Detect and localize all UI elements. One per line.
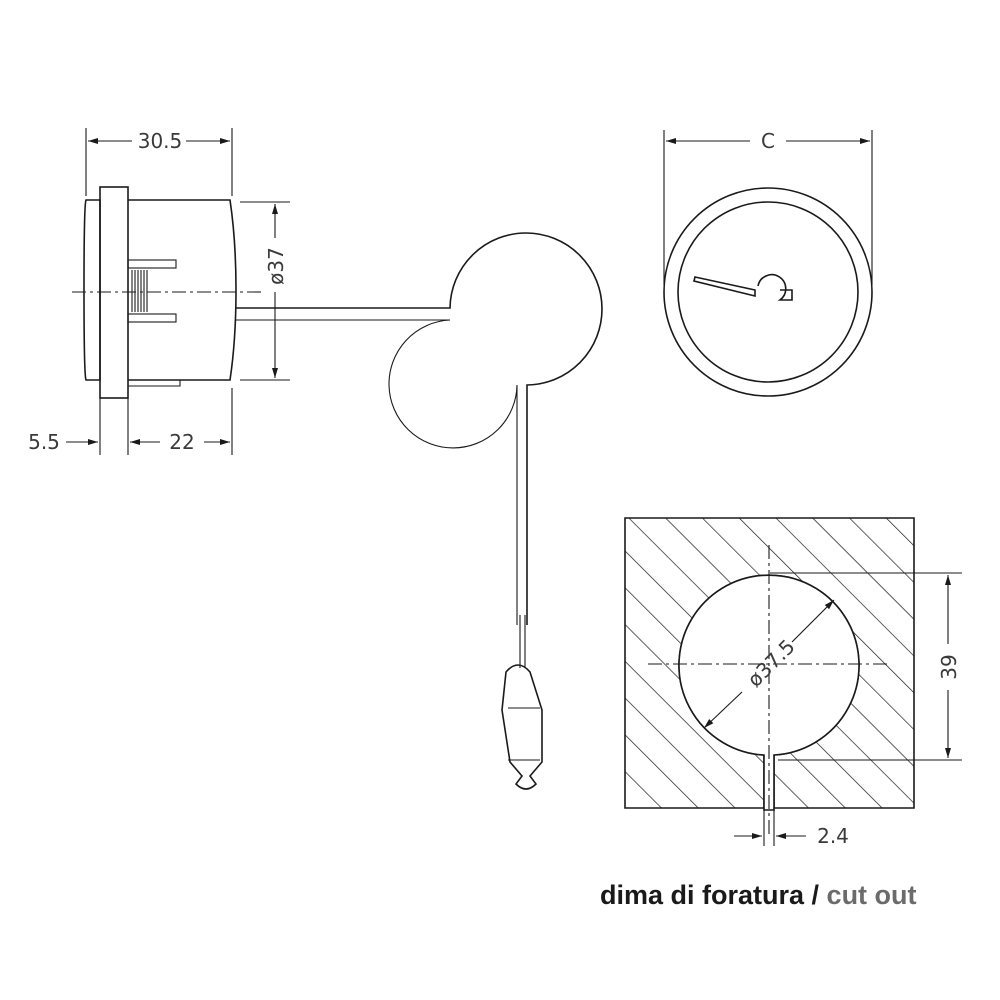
cutout-view: ø37.5 39 2.4 [624, 517, 962, 848]
front-view: C [663, 129, 873, 397]
dim-cutout-height-label: 39 [937, 654, 961, 679]
front-outer-ring [663, 187, 873, 397]
side-view: 30.5 ø37 5.5 22 [28, 128, 603, 790]
side-clip-ribs [131, 270, 148, 312]
dim-notch-width: 2.4 [734, 808, 849, 848]
dim-diameter-body: ø37 [240, 201, 290, 381]
dim-notch-width-label: 2.4 [817, 824, 849, 848]
dim-front-width: C [663, 129, 873, 285]
front-dial [677, 201, 859, 383]
dim-width-total: 30.5 [85, 128, 233, 196]
dim-cutout-height: 39 [770, 572, 962, 761]
dim-width-total-label: 30.5 [138, 129, 183, 153]
side-clip-top [127, 259, 177, 269]
capillary-tube [236, 232, 603, 625]
dim-depth-label: 22 [169, 430, 194, 454]
side-bezel [83, 199, 101, 381]
bulb-sensor [501, 615, 543, 790]
side-clip-bottom [127, 313, 177, 323]
dim-front-width-label: C [761, 129, 775, 153]
dim-diameter-body-label: ø37 [264, 247, 288, 285]
gauge-needle [693, 273, 793, 301]
cutout-hole [678, 574, 860, 811]
cutout-caption: dima di foratura / cut out [600, 880, 960, 911]
dim-depth: 5.5 22 [28, 388, 233, 455]
side-bracket [128, 380, 181, 387]
side-body [128, 199, 237, 381]
capillary-tube-inner [236, 319, 518, 625]
caption-sub: cut out [826, 880, 917, 910]
dim-flange-label: 5.5 [28, 430, 60, 454]
caption-main: dima di foratura / [600, 880, 827, 910]
